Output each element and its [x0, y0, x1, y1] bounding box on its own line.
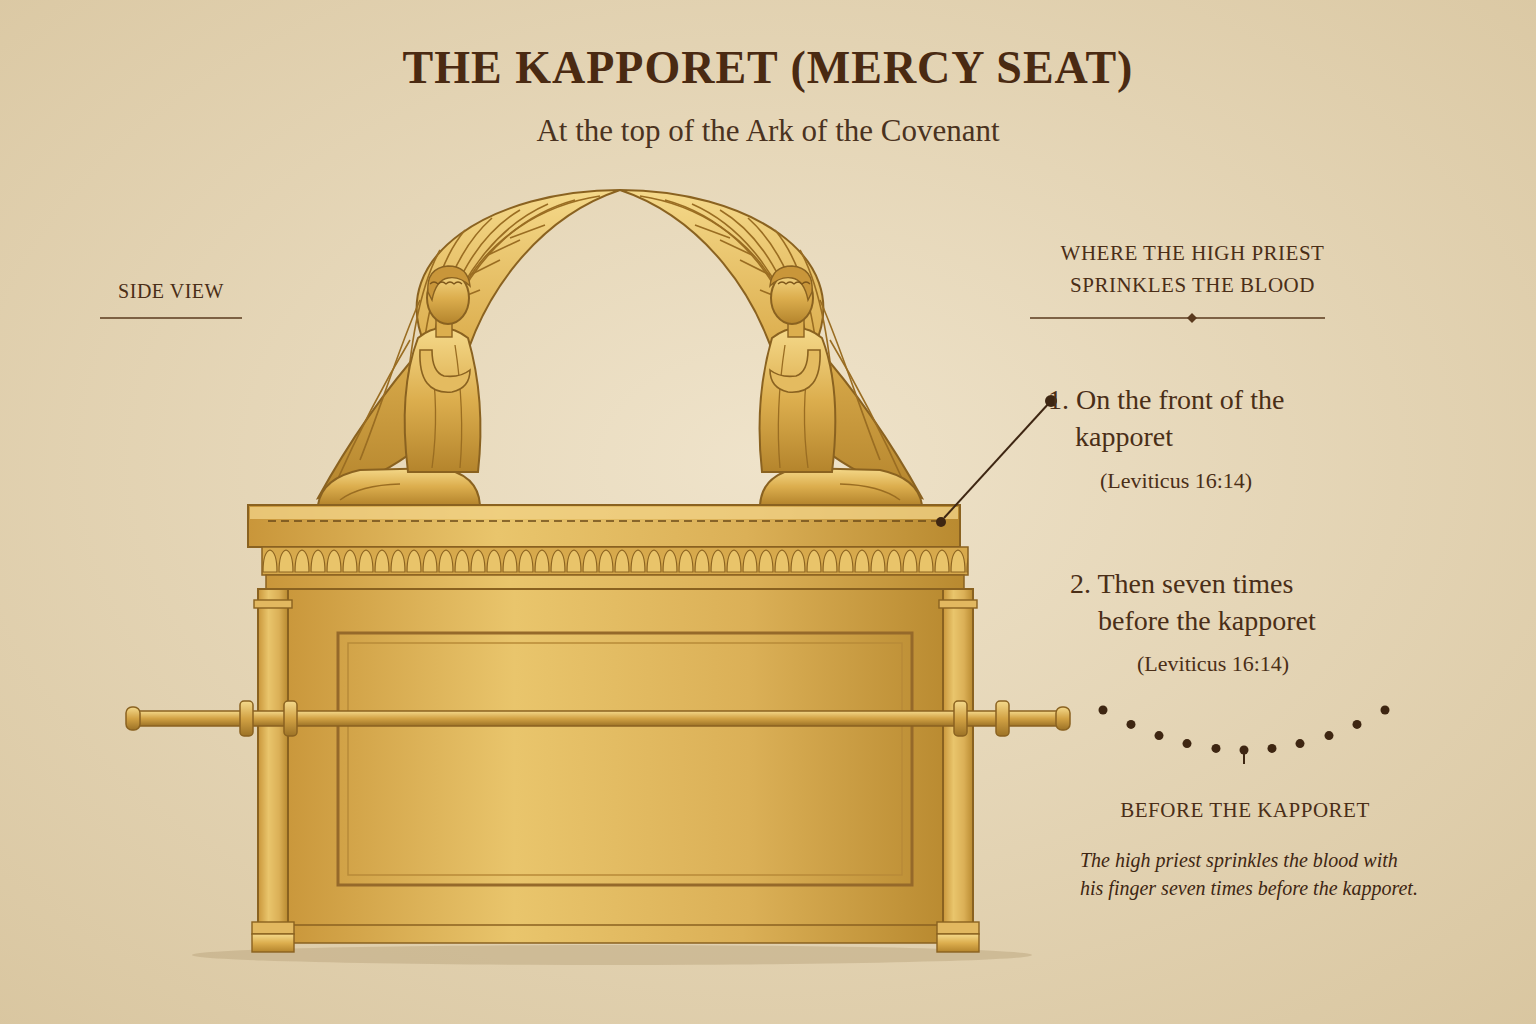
kapporet-lid: [248, 505, 960, 547]
pillar-base: [252, 934, 294, 952]
leader-line: [944, 402, 1050, 518]
pillar-cap: [939, 600, 977, 608]
pole-end: [1056, 707, 1070, 730]
shadow: [192, 945, 1032, 965]
section-heading: BEFORE THE KAPPORET: [1070, 798, 1420, 823]
moulding: [262, 547, 968, 575]
pole-ring: [284, 701, 297, 736]
carrying-pole: [132, 711, 1064, 726]
lid-top: [250, 507, 958, 519]
callout-text: 1. On the front of the kapporet: [1048, 382, 1307, 456]
ark-base: [284, 925, 939, 943]
pillar: [943, 589, 973, 929]
pillar-base: [937, 934, 979, 952]
leader-dot: [936, 517, 946, 527]
note-text: The high priest sprinkles the blood with…: [1080, 846, 1418, 902]
cherub-left: [318, 190, 620, 505]
pillar: [258, 589, 288, 929]
rule-line: [1030, 317, 1325, 319]
pillar-cap: [254, 600, 292, 608]
rule-diamond: [1187, 313, 1197, 323]
callout-text: 2. Then seven times before the kapporet: [1070, 566, 1360, 640]
section-heading: WHERE THE HIGH PRIEST SPRINKLES THE BLOO…: [1020, 238, 1365, 301]
pole-end: [126, 707, 140, 730]
cherub-right: [620, 190, 922, 505]
scripture-reference: (Leviticus 16:14): [1137, 651, 1367, 677]
pillar-base: [937, 922, 979, 934]
dashed-line: [268, 520, 942, 522]
moulding-band: [266, 575, 964, 589]
diagram-title: THE KAPPORET (MERCY SEAT): [40, 40, 1496, 95]
sprinkle-dots: [1099, 706, 1390, 755]
scripture-reference: (Leviticus 16:14): [1100, 468, 1330, 494]
pole-ring: [240, 701, 253, 736]
ark-panel: [348, 643, 902, 875]
rule-line: [100, 317, 242, 319]
pole-ring: [996, 701, 1009, 736]
ark-body: [280, 589, 950, 929]
view-label: SIDE VIEW: [96, 279, 246, 303]
subtitle: At the top of the Ark of the Covenant: [40, 112, 1496, 149]
ark-panel: [338, 633, 912, 885]
pillar-base: [252, 922, 294, 934]
sprinkle-tick: [1243, 754, 1245, 764]
pole-ring: [954, 701, 967, 736]
